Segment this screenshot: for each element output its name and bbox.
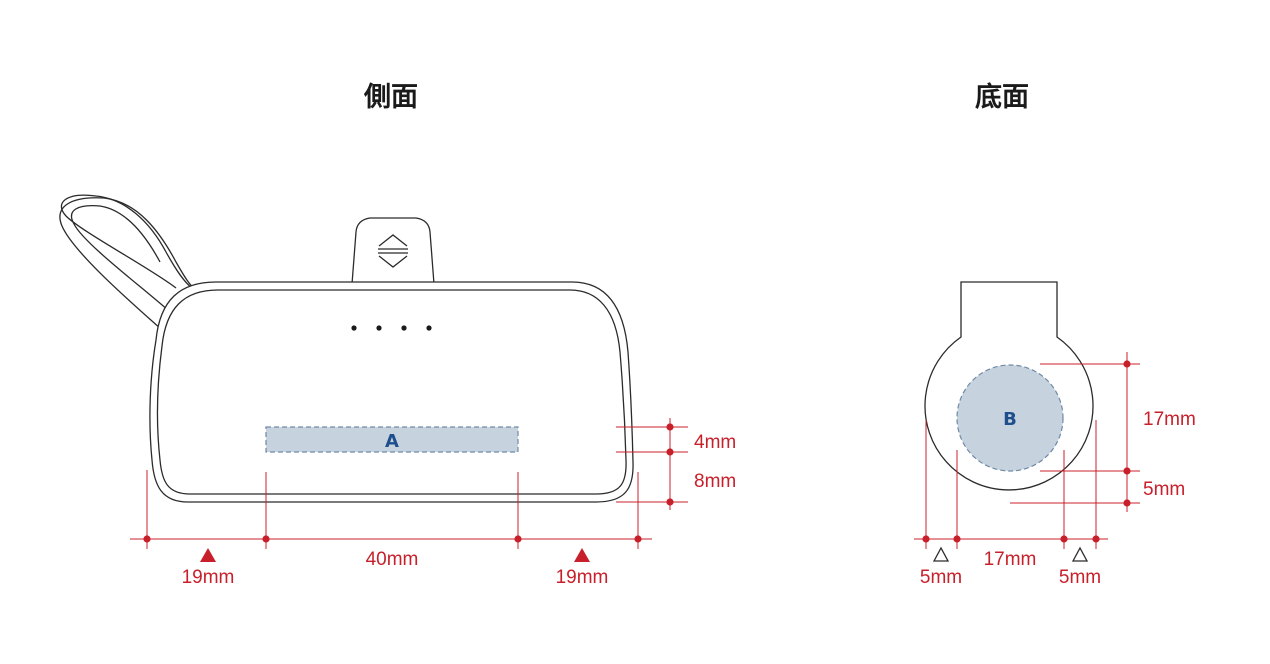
bottom-horizontal-dimensions: 5mm 17mm 5mm xyxy=(914,420,1108,588)
side-left-margin-label: 19mm xyxy=(182,567,235,588)
open-triangle-icon xyxy=(932,546,950,562)
led-icon xyxy=(401,325,407,331)
lanyard-strap-icon xyxy=(59,194,197,331)
body-inner-line xyxy=(156,289,627,495)
print-area-a-label: A xyxy=(385,431,399,452)
up-down-arrow-icon xyxy=(378,234,408,268)
bottom-diameter-v-label: 17mm xyxy=(1143,409,1196,430)
side-horizontal-dimensions: 19mm 40mm 19mm xyxy=(130,470,652,588)
bottom-right-margin-label: 5mm xyxy=(1059,567,1101,588)
side-right-margin-label: 19mm xyxy=(556,567,609,588)
bottom-left-margin-label: 5mm xyxy=(920,567,962,588)
bottom-diameter-h-label: 17mm xyxy=(984,549,1037,570)
bottom-vertical-dimensions: 17mm 5mm xyxy=(1010,352,1196,512)
filled-triangle-icon xyxy=(574,548,590,562)
indicator-leds xyxy=(351,325,432,331)
print-area-a xyxy=(265,426,519,453)
led-icon xyxy=(351,325,357,331)
side-height-a-label: 4mm xyxy=(694,432,736,453)
led-icon xyxy=(426,325,432,331)
bottom-view: B 17mm 5mm 5mm 17mm xyxy=(914,281,1196,588)
side-view: A 19mm 40mm 19mm 4mm xyxy=(59,194,736,588)
print-area-b-label: B xyxy=(1003,409,1017,430)
side-height-b-label: 8mm xyxy=(694,471,736,492)
bottom-offset-v-label: 5mm xyxy=(1143,479,1185,500)
open-triangle-icon xyxy=(1071,546,1089,562)
side-width-label: 40mm xyxy=(366,549,419,570)
power-bank-body xyxy=(149,281,634,503)
print-area-b xyxy=(956,364,1064,472)
bottom-view-title: 底面 xyxy=(975,81,1029,113)
connector-tab xyxy=(351,217,435,285)
led-icon xyxy=(376,325,382,331)
filled-triangle-icon xyxy=(200,548,216,562)
side-vertical-dimensions: 4mm 8mm xyxy=(616,418,736,510)
side-view-title: 側面 xyxy=(363,82,418,113)
